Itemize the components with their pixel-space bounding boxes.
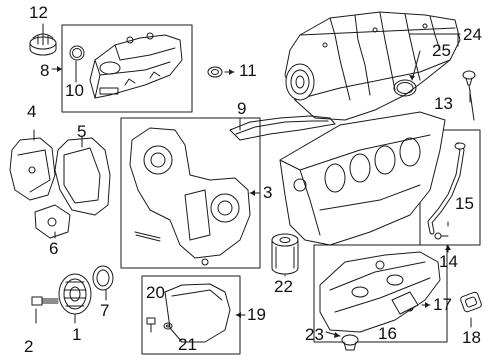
oil-filler-cap[interactable] xyxy=(29,33,57,56)
callout-6[interactable]: 6 xyxy=(49,239,59,258)
pulley-bolt[interactable] xyxy=(31,296,59,306)
oil-filter[interactable] xyxy=(271,233,299,275)
front-seal[interactable] xyxy=(92,265,114,291)
callout-13[interactable]: 13 xyxy=(434,94,453,113)
lower-oil-pan[interactable] xyxy=(164,283,231,343)
valve-cover[interactable] xyxy=(89,32,183,99)
timing-cover[interactable] xyxy=(9,137,56,201)
callout-5[interactable]: 5 xyxy=(77,122,87,141)
callout-14[interactable]: 14 xyxy=(439,252,458,271)
callout-25[interactable]: 25 xyxy=(432,41,451,60)
leader-lines xyxy=(33,23,472,337)
callout-16[interactable]: 16 xyxy=(378,324,397,343)
callout-12[interactable]: 12 xyxy=(29,3,48,22)
callout-18[interactable]: 18 xyxy=(462,328,481,347)
callout-21[interactable]: 21 xyxy=(178,335,197,354)
crankshaft-pulley[interactable] xyxy=(58,273,92,315)
callout-11[interactable]: 11 xyxy=(239,61,257,80)
callout-17[interactable]: 17 xyxy=(433,295,452,314)
front-cover-assembly[interactable] xyxy=(129,127,251,266)
manifold-gasket-ring[interactable] xyxy=(393,79,417,97)
callout-24[interactable]: 24 xyxy=(463,25,482,44)
callout-15[interactable]: 15 xyxy=(455,194,474,213)
callout-19[interactable]: 19 xyxy=(247,305,266,324)
callout-20[interactable]: 20 xyxy=(146,283,165,302)
callout-1[interactable]: 1 xyxy=(72,325,82,344)
oil-pan-group-box xyxy=(313,244,448,343)
cover-plate[interactable] xyxy=(34,204,71,239)
callout-4[interactable]: 4 xyxy=(27,102,37,121)
engine-block[interactable] xyxy=(279,111,446,246)
oil-seal-ring[interactable] xyxy=(69,45,85,61)
drain-plug[interactable] xyxy=(341,334,359,351)
timing-cover-gasket[interactable] xyxy=(54,137,111,216)
callout-10[interactable]: 10 xyxy=(65,81,84,100)
oil-dipstick[interactable] xyxy=(462,70,476,121)
oil-pan-bracket[interactable] xyxy=(391,291,419,315)
intake-manifold[interactable] xyxy=(284,11,461,121)
valve-cover-gasket[interactable] xyxy=(229,115,336,141)
callout-22[interactable]: 22 xyxy=(274,277,293,296)
tube-bolt[interactable] xyxy=(434,232,449,240)
upper-oil-pan[interactable] xyxy=(319,251,441,333)
callout-8[interactable]: 8 xyxy=(40,61,50,80)
callout-2[interactable]: 2 xyxy=(24,337,34,356)
oil-pan-washer[interactable] xyxy=(163,322,173,330)
small-seal[interactable] xyxy=(207,66,223,78)
callout-23[interactable]: 23 xyxy=(305,325,324,344)
callout-7[interactable]: 7 xyxy=(100,301,110,320)
square-gasket[interactable] xyxy=(460,291,482,313)
dipstick-tube[interactable] xyxy=(427,142,466,235)
callout-3[interactable]: 3 xyxy=(263,183,273,202)
callout-9[interactable]: 9 xyxy=(237,99,247,118)
oil-pan-bolt[interactable] xyxy=(146,317,156,333)
